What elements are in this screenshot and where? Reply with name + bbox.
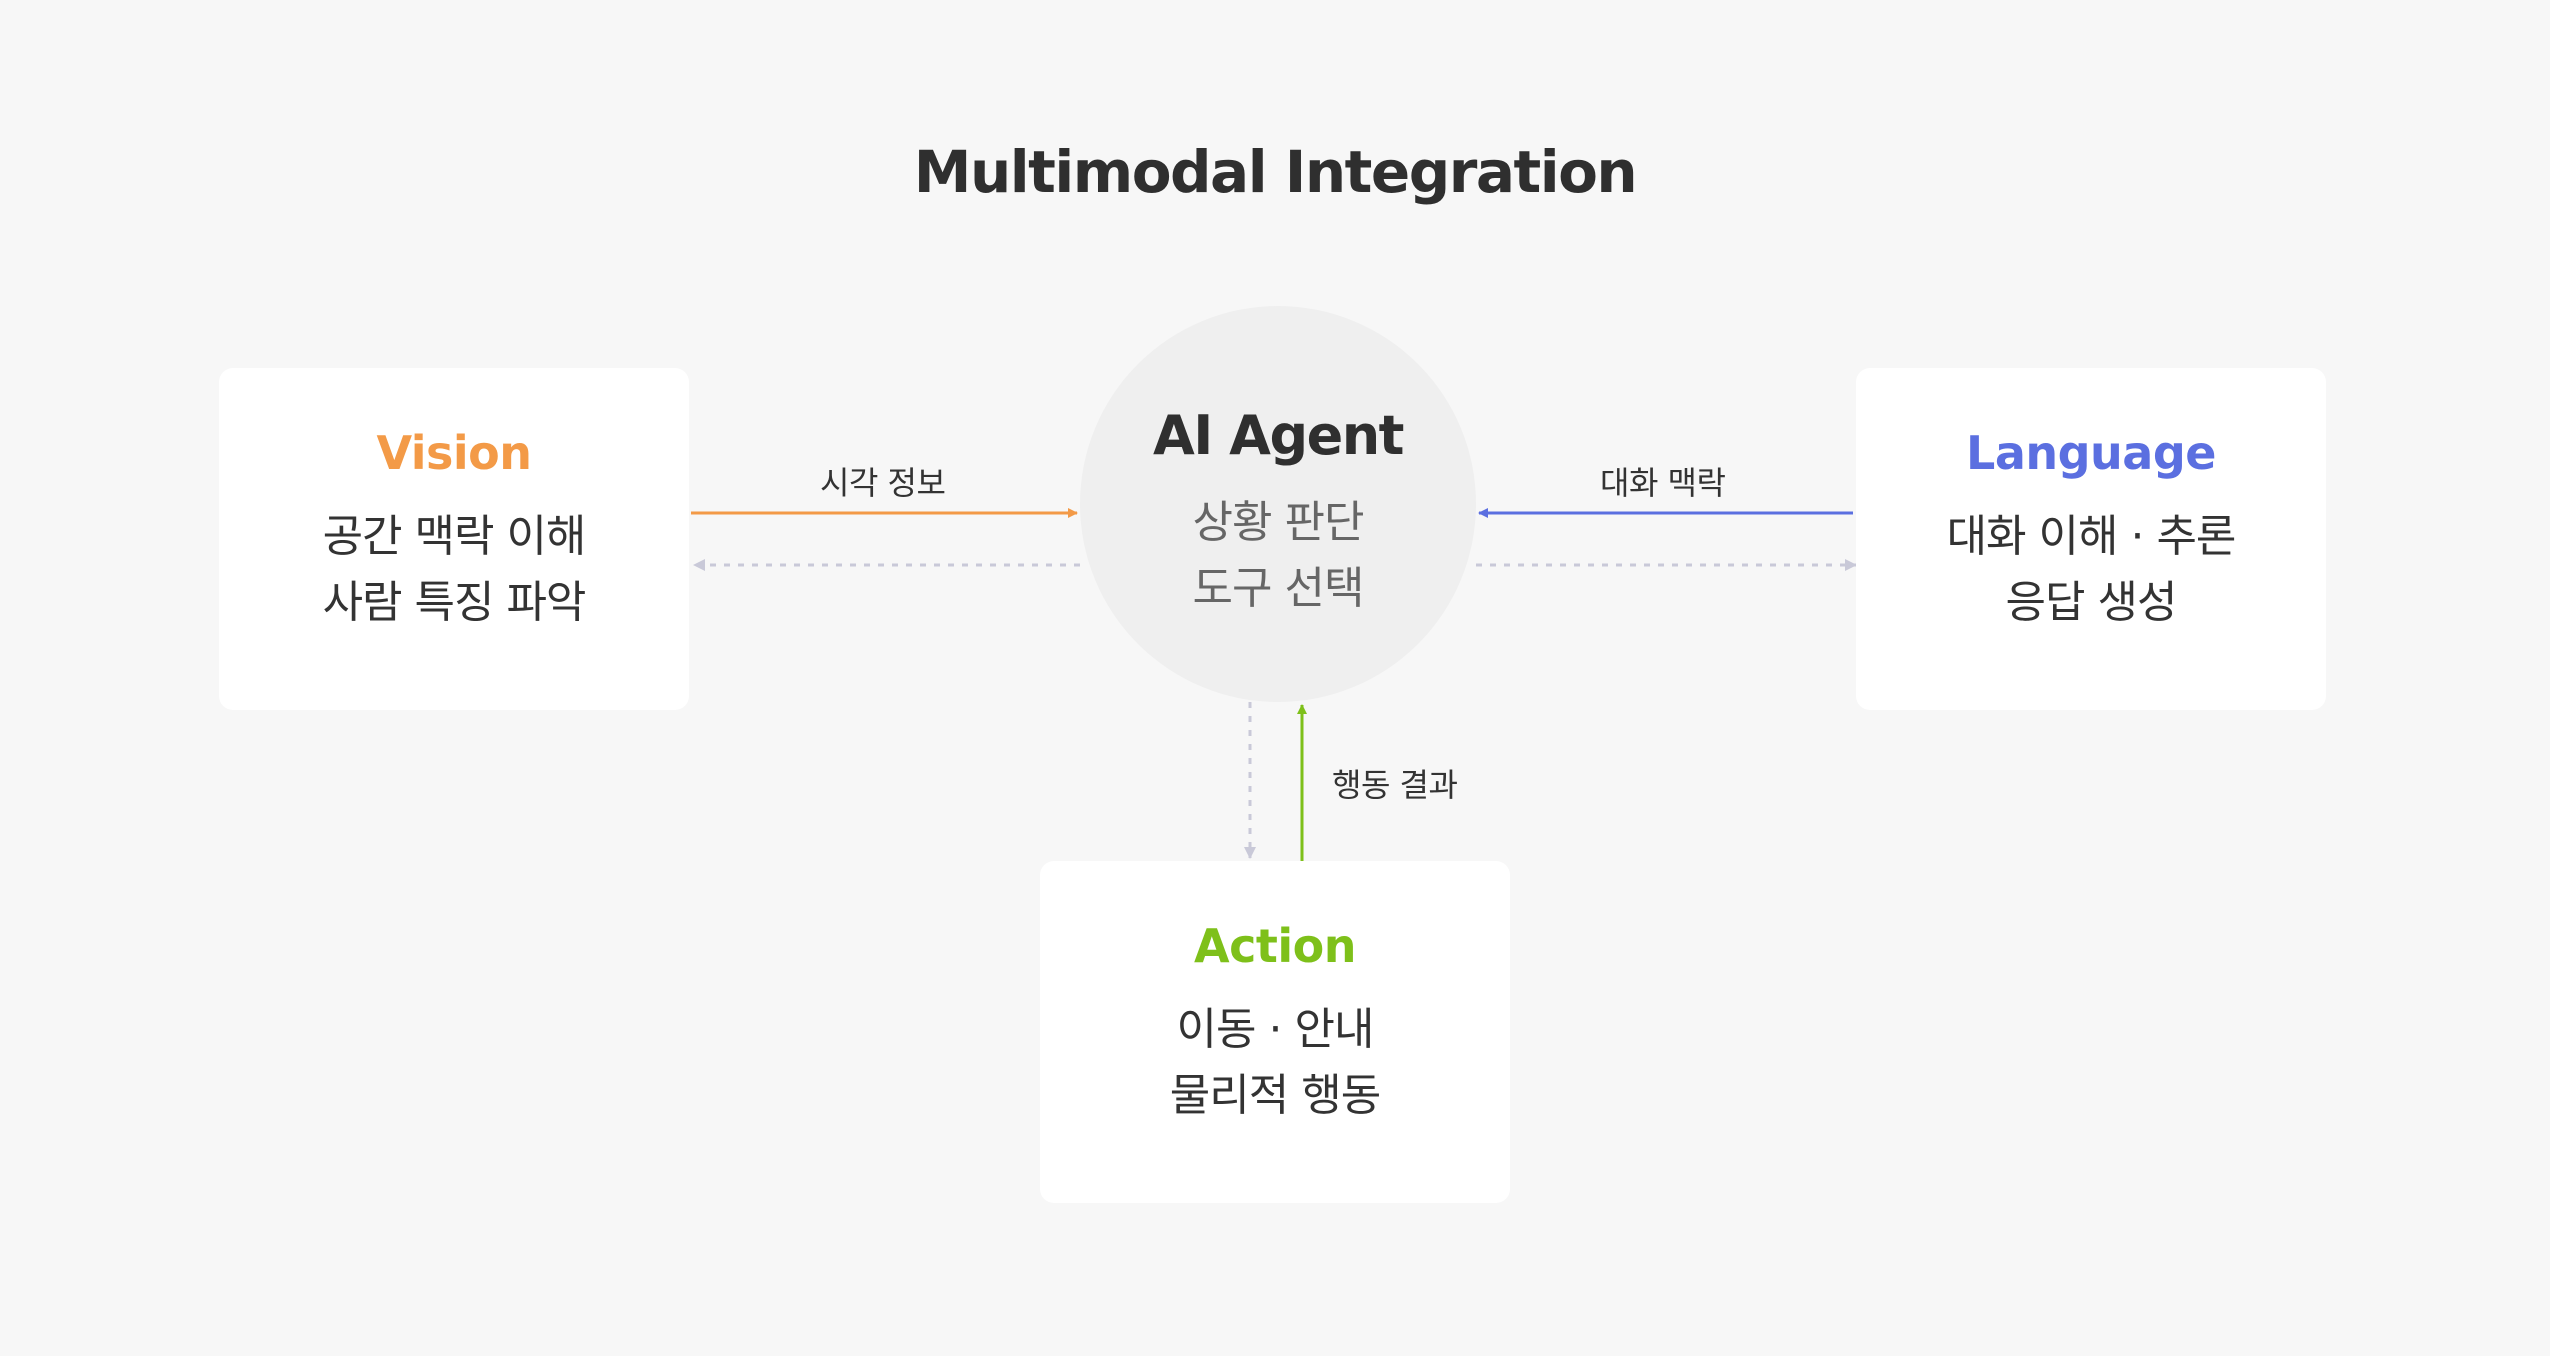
language-card-title: Language <box>1966 426 2216 480</box>
hub-title: AI Agent <box>1152 404 1405 467</box>
action-card: Action 이동 · 안내 물리적 행동 <box>1040 861 1510 1203</box>
language-edge-label: 대화 맥락 <box>1600 464 1726 502</box>
language-card: Language 대화 이해 · 추론 응답 생성 <box>1856 368 2326 710</box>
language-card-line-1: 대화 이해 · 추론 <box>1946 511 2237 562</box>
diagram-title: Multimodal Integration <box>913 138 1638 206</box>
action-card-line-1: 이동 · 안내 <box>1176 1004 1375 1055</box>
vision-card-line-1: 공간 맥락 이해 <box>322 511 587 562</box>
vision-card-line-2: 사람 특징 파악 <box>322 577 587 628</box>
action-edge-label: 행동 결과 <box>1332 766 1458 804</box>
vision-edge-label: 시각 정보 <box>820 464 946 502</box>
language-card-line-2: 응답 생성 <box>2005 577 2178 628</box>
hub-line-2: 도구 선택 <box>1192 563 1365 614</box>
ai-agent-hub: AI Agent 상황 판단 도구 선택 <box>1080 306 1476 702</box>
action-card-line-2: 물리적 행동 <box>1169 1070 1381 1121</box>
vision-card-title: Vision <box>376 426 532 480</box>
hub-line-1: 상황 판단 <box>1192 497 1365 548</box>
vision-card: Vision 공간 맥락 이해 사람 특징 파악 <box>219 368 689 710</box>
action-card-title: Action <box>1194 919 1356 973</box>
